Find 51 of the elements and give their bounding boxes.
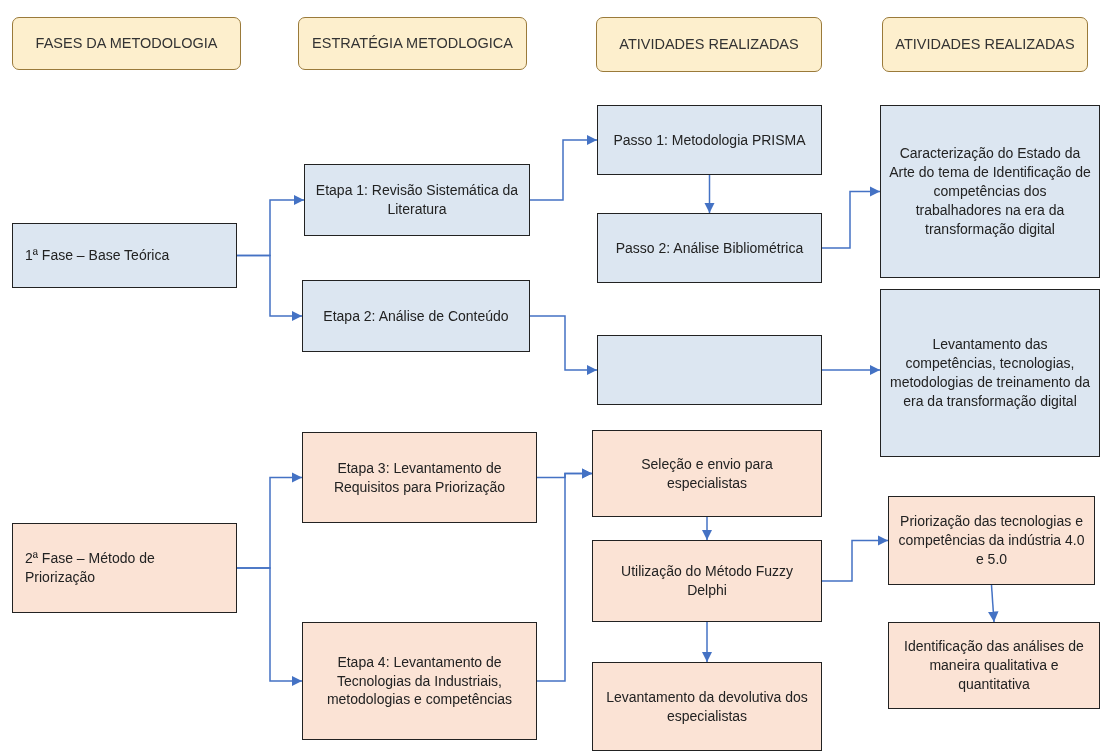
arrow xyxy=(529,134,598,201)
arrow xyxy=(236,254,303,322)
process-box xyxy=(597,335,822,405)
arrow xyxy=(821,186,881,249)
arrow xyxy=(236,567,303,687)
box-text: ATIVIDADES REALIZADAS xyxy=(895,35,1075,54)
box-text: Identificação das análises de maneira qualitativa e quantitativa xyxy=(903,637,1085,694)
box-text: Etapa 4: Levantamento de Tecnologias da Industriais, metodologias e competências xyxy=(325,652,514,710)
process-box xyxy=(888,496,1095,585)
box-text: Utilização do Método Fuzzy Delphi xyxy=(620,562,794,600)
process-box xyxy=(880,105,1100,278)
arrow xyxy=(701,621,713,663)
arrow xyxy=(704,174,715,214)
column-header-box xyxy=(882,17,1088,72)
arrow xyxy=(529,315,598,376)
box-text: 1ª Fase – Base Teórica xyxy=(25,246,170,265)
box-text: Levantamento da devolutiva dos especialistas xyxy=(605,687,809,726)
process-box xyxy=(888,622,1100,709)
box-text: FASES DA METODOLOGIA xyxy=(35,34,218,53)
box-text: ESTRATÉGIA METODLOGICA xyxy=(312,34,513,53)
process-box xyxy=(592,540,822,622)
process-box xyxy=(597,105,822,175)
box-text: Etapa 1: Revisão Sistemática da Literatura xyxy=(314,181,520,219)
process-box xyxy=(302,432,537,523)
arrow xyxy=(701,516,713,541)
box-text: 2ª Fase – Método de Priorização xyxy=(25,549,156,587)
box-text: Etapa 2: Análise de Conteúdo xyxy=(323,306,509,326)
box-text: Passo 2: Análise Bibliométrica xyxy=(615,238,804,258)
process-box xyxy=(592,430,822,517)
column-header-box xyxy=(12,17,241,70)
process-box xyxy=(12,523,237,613)
arrow xyxy=(821,364,881,376)
process-box xyxy=(880,289,1100,457)
arrow xyxy=(821,535,889,582)
box-text: Caracterização do Estado da Arte do tema de Identificação de competências dos trabalhadores na era da transformação digital xyxy=(889,144,1091,239)
process-box xyxy=(302,622,537,740)
process-box xyxy=(304,164,530,236)
column-header-box xyxy=(298,17,527,70)
arrow xyxy=(536,468,593,682)
box-text: ATIVIDADES REALIZADAS xyxy=(619,35,799,54)
process-box xyxy=(592,662,822,751)
box-text: Levantamento das competências, tecnologias, metodologias de treinamento da era da transformação digital xyxy=(889,335,1091,411)
box-text: Priorização das tecnologias e competências da indústria 4.0 e 5.0 xyxy=(897,512,1086,569)
arrow xyxy=(988,584,999,623)
box-text: Etapa 3: Levantamento de Requisitos para Priorização xyxy=(332,458,507,497)
process-box xyxy=(597,213,822,283)
column-header-box xyxy=(596,17,822,72)
box-text: Seleção e envio para especialistas xyxy=(640,454,774,493)
process-box xyxy=(12,223,237,288)
process-box xyxy=(302,280,530,352)
box-text: Passo 1: Metodologia PRISMA xyxy=(613,130,806,150)
